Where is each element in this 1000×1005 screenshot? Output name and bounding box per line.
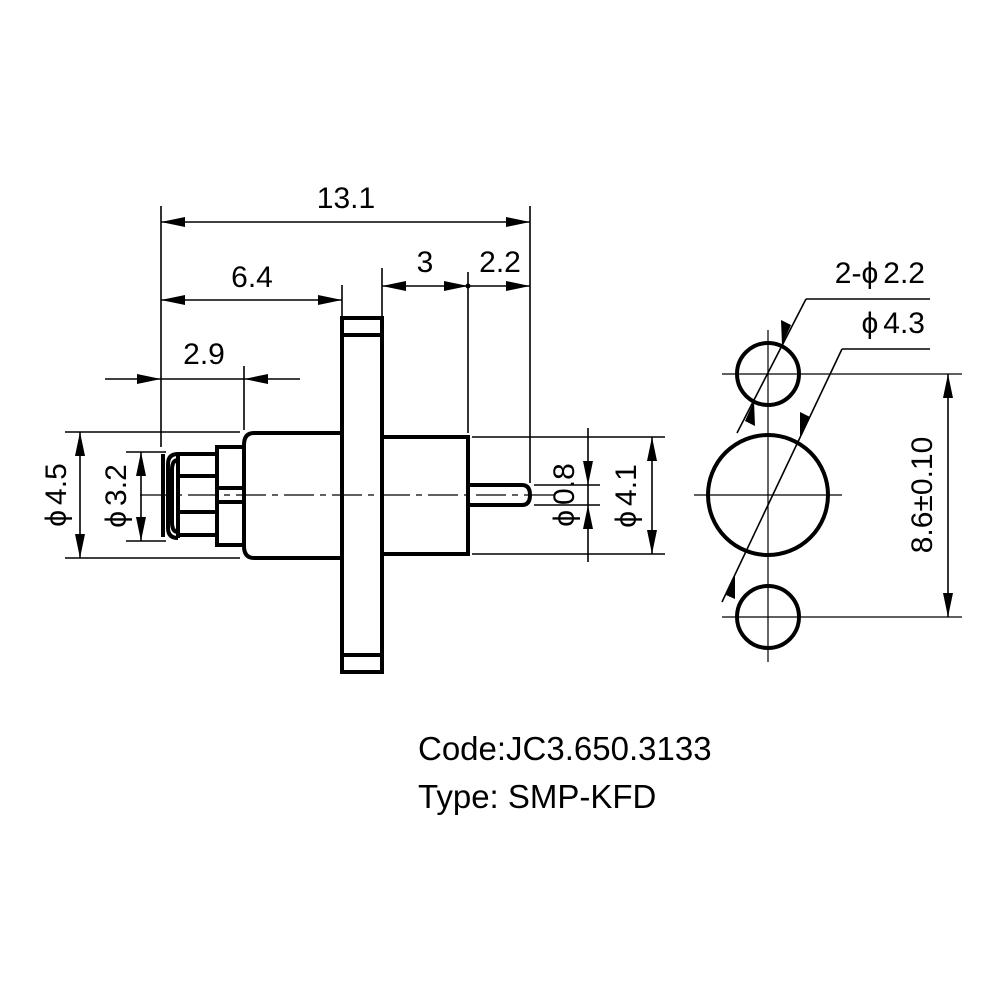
dim-label-rear-3: 3	[417, 246, 434, 279]
dim-label-dia-0-8: ϕ 0.8	[548, 463, 581, 527]
snap-head	[161, 445, 246, 547]
dim-front-2-9: 2.9	[105, 338, 300, 384]
dim-dia-4-5: ϕ 4.5	[40, 432, 85, 558]
front-view	[694, 330, 962, 662]
dia-0-8-value: 0.8	[548, 463, 581, 505]
diameter-symbol: ϕ	[548, 510, 581, 527]
dim-rear-segments: 3 2.2	[382, 246, 530, 291]
diameter-symbol: ϕ	[861, 257, 878, 290]
dim-label-front-2-9: 2.9	[183, 338, 225, 371]
dim-label-rear-2-2: 2.2	[479, 246, 521, 279]
part-type: Type: SMP-KFD	[418, 778, 657, 815]
center-dia-value: 4.3	[883, 307, 925, 340]
dia-3-2-value: 3.2	[100, 464, 133, 506]
holes-count: 2-	[835, 257, 862, 290]
diameter-symbol: ϕ	[100, 511, 133, 528]
extension-lines	[65, 206, 665, 559]
diameter-symbol: ϕ	[610, 511, 643, 528]
dim-dia-3-2: ϕ 3.2	[100, 452, 146, 541]
holes-dia-value: 2.2	[883, 257, 925, 290]
dia-4-1-value: 4.1	[610, 464, 643, 506]
dim-label-dia-3-2: ϕ 3.2	[100, 464, 133, 528]
dim-dia-4-1: ϕ 4.1	[610, 437, 657, 554]
side-view	[140, 316, 555, 674]
diameter-symbol: ϕ	[861, 307, 878, 340]
diameter-symbol: ϕ	[40, 510, 73, 527]
dim-flange-to-front: 6.4	[161, 261, 342, 305]
part-code: Code:JC3.650.3133	[418, 730, 712, 767]
dim-dia-0-8: ϕ 0.8	[548, 428, 593, 562]
dim-hole-spacing: 8.6±0.10	[906, 374, 953, 617]
dim-label-flange-to-front: 6.4	[231, 261, 273, 294]
dim-label-hole-spacing: 8.6±0.10	[906, 437, 939, 554]
dim-label-dia-4-1: ϕ 4.1	[610, 464, 643, 528]
dim-overall-length: 13.1	[161, 182, 530, 227]
dim-label-overall-length: 13.1	[317, 182, 375, 215]
dim-label-dia-4-5: ϕ 4.5	[40, 463, 73, 527]
dia-4-5-value: 4.5	[40, 463, 73, 505]
